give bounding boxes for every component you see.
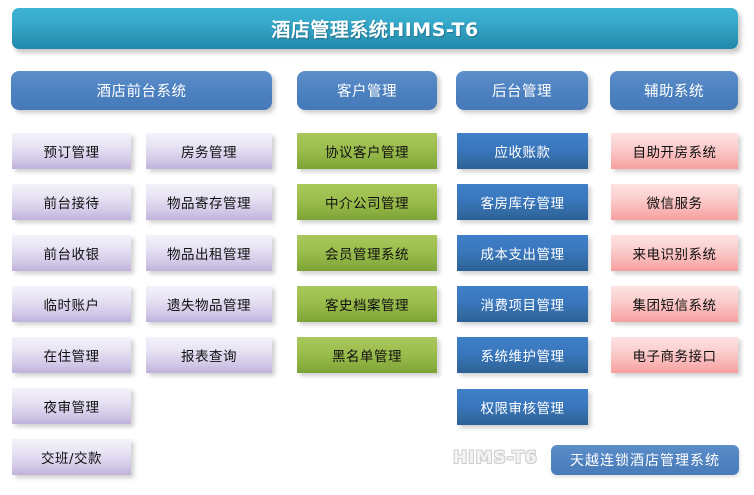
module-label: 中介公司管理	[325, 196, 409, 212]
module-tile[interactable]: 交班/交款	[12, 439, 131, 475]
module-tile[interactable]: 集团短信系统	[611, 286, 738, 322]
module-label: 来电识别系统	[632, 247, 717, 263]
category-label: 酒店前台系统	[96, 84, 187, 100]
module-tile[interactable]: 黑名单管理	[297, 337, 437, 373]
module-label: 物品寄存管理	[167, 196, 251, 212]
brand-button-label: 天越连锁酒店管理系统	[570, 453, 720, 469]
module-label: 预订管理	[43, 145, 100, 161]
module-label: 遗失物品管理	[167, 298, 251, 314]
module-label: 成本支出管理	[480, 247, 565, 263]
category-label: 客户管理	[337, 84, 397, 100]
module-label: 客史档案管理	[325, 298, 409, 314]
module-label: 应收账款	[494, 145, 551, 161]
module-tile[interactable]: 临时账户	[12, 286, 131, 322]
module-tile[interactable]: 会员管理系统	[297, 235, 437, 271]
module-label: 前台接待	[43, 196, 100, 212]
module-label: 自助开房系统	[632, 145, 717, 161]
module-tile[interactable]: 应收账款	[457, 133, 588, 169]
module-label: 客房库存管理	[480, 196, 565, 212]
module-tile[interactable]: 客房库存管理	[457, 184, 588, 220]
category-label: 后台管理	[492, 84, 552, 100]
module-tile[interactable]: 预订管理	[12, 133, 131, 169]
page-title: 酒店管理系统HIMS-T6	[271, 19, 479, 41]
module-tile[interactable]: 报表查询	[146, 337, 272, 373]
module-label: 微信服务	[646, 196, 703, 212]
category-header-auxiliary[interactable]: 辅助系统	[610, 71, 738, 110]
module-tile[interactable]: 自助开房系统	[611, 133, 738, 169]
category-header-backoffice[interactable]: 后台管理	[456, 71, 588, 110]
category-header-frontdesk[interactable]: 酒店前台系统	[11, 71, 272, 110]
module-tile[interactable]: 遗失物品管理	[146, 286, 272, 322]
module-label: 交班/交款	[40, 451, 103, 467]
module-label: 夜审管理	[43, 400, 100, 416]
module-tile[interactable]: 消费项目管理	[457, 286, 588, 322]
module-label: 会员管理系统	[325, 247, 409, 263]
app-title-bar: 酒店管理系统HIMS-T6	[12, 8, 738, 49]
module-tile[interactable]: 夜审管理	[12, 388, 131, 424]
module-tile[interactable]: 中介公司管理	[297, 184, 437, 220]
module-tile[interactable]: 成本支出管理	[457, 235, 588, 271]
module-label: 前台收银	[43, 247, 100, 263]
module-tile[interactable]: 协议客户管理	[297, 133, 437, 169]
module-tile[interactable]: 前台收银	[12, 235, 131, 271]
module-tile[interactable]: 物品出租管理	[146, 235, 272, 271]
module-label: 集团短信系统	[632, 298, 717, 314]
category-label: 辅助系统	[644, 84, 704, 100]
category-header-customer[interactable]: 客户管理	[297, 71, 437, 110]
module-tile[interactable]: 系统维护管理	[457, 337, 588, 373]
product-logo-text: HIMS-T6	[453, 448, 538, 468]
module-tile[interactable]: 前台接待	[12, 184, 131, 220]
module-label: 临时账户	[43, 298, 100, 314]
module-label: 电子商务接口	[632, 349, 717, 365]
module-label: 权限审核管理	[480, 401, 565, 417]
module-label: 报表查询	[181, 349, 237, 365]
brand-button[interactable]: 天越连锁酒店管理系统	[551, 445, 739, 475]
module-label: 系统维护管理	[480, 349, 565, 365]
module-tile[interactable]: 来电识别系统	[611, 235, 738, 271]
module-tile[interactable]: 微信服务	[611, 184, 738, 220]
module-label: 消费项目管理	[480, 298, 565, 314]
module-tile[interactable]: 客史档案管理	[297, 286, 437, 322]
module-label: 协议客户管理	[325, 145, 409, 161]
module-label: 房务管理	[181, 145, 237, 161]
module-label: 在住管理	[43, 349, 100, 365]
module-label: 物品出租管理	[167, 247, 251, 263]
module-tile[interactable]: 权限审核管理	[457, 389, 588, 425]
module-tile[interactable]: 房务管理	[146, 133, 272, 169]
module-label: 黑名单管理	[332, 349, 402, 365]
module-tile[interactable]: 电子商务接口	[611, 337, 738, 373]
module-tile[interactable]: 物品寄存管理	[146, 184, 272, 220]
module-tile[interactable]: 在住管理	[12, 337, 131, 373]
